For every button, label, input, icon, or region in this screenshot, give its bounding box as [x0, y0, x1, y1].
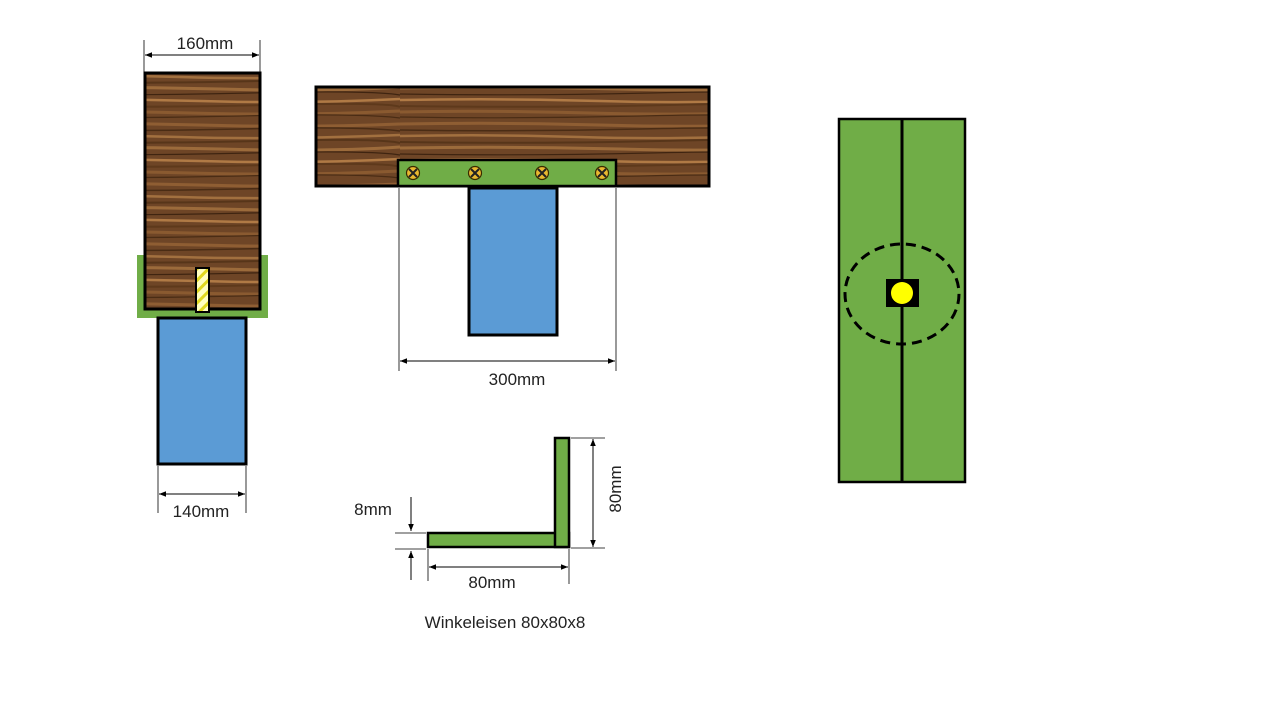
post-front — [467, 186, 559, 337]
plate-length-label: 300mm — [489, 370, 546, 389]
front-view: 300mm — [314, 85, 711, 389]
side-view: 160mm 140mm — [137, 34, 268, 521]
screw-icon — [534, 165, 550, 181]
post-width-label: 140mm — [173, 502, 230, 521]
beam-width-label: 160mm — [177, 34, 234, 53]
post-outline-dashed — [843, 242, 961, 346]
plan-view — [837, 117, 967, 484]
angle-height-label: 80mm — [606, 465, 625, 512]
post — [156, 316, 248, 466]
angle-thickness-label: 8mm — [354, 500, 392, 519]
angle-vertical-leg — [553, 436, 571, 549]
angle-leg-label: 80mm — [468, 573, 515, 592]
bolt-icon — [891, 282, 913, 304]
steel-plate — [396, 158, 618, 188]
slot-plate — [195, 267, 210, 313]
screw-icon — [405, 165, 421, 181]
screw-icon — [594, 165, 610, 181]
angle-horizontal-leg — [426, 531, 571, 549]
angle-iron-profile: 8mm 80mm 80mm Winkeleisen 80x80x8 — [354, 436, 625, 632]
screw-icon — [467, 165, 483, 181]
angle-caption: Winkeleisen 80x80x8 — [425, 613, 586, 632]
